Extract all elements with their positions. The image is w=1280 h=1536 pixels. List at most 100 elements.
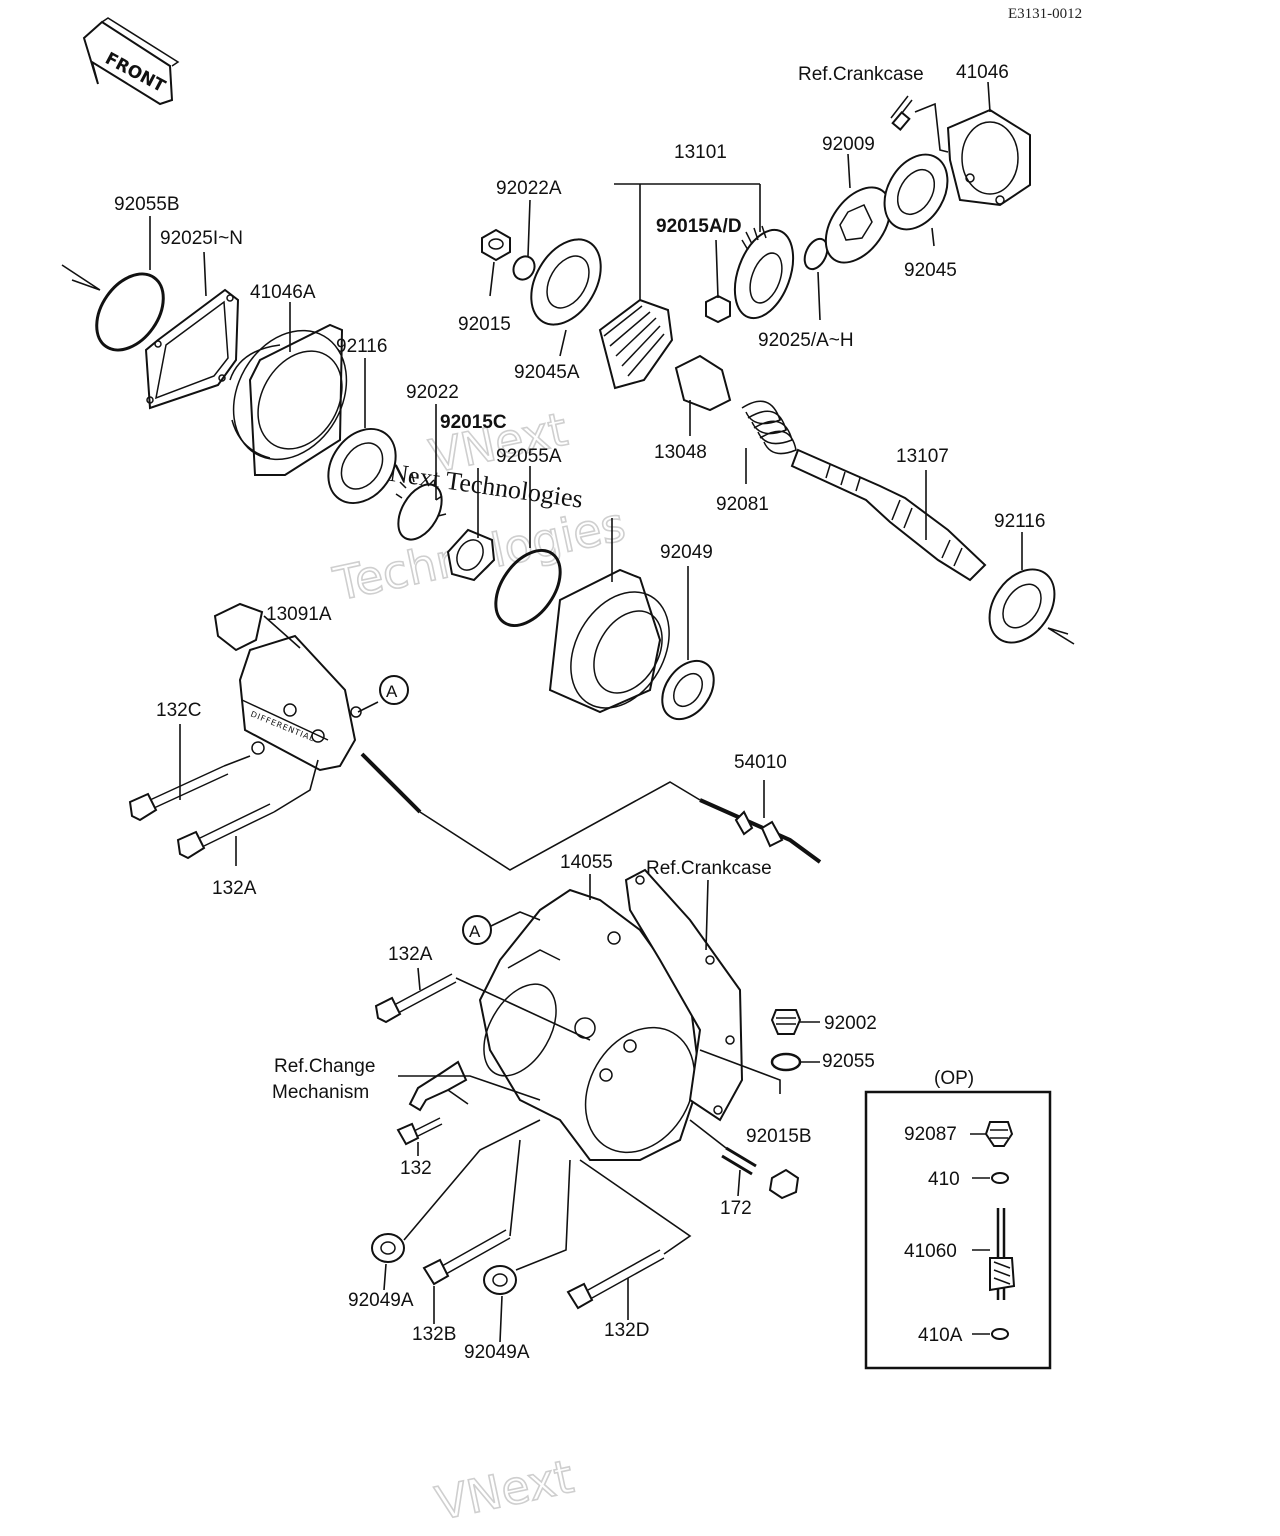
part-92045A-bearing <box>530 238 602 326</box>
leader-change-mechanism <box>398 1075 541 1105</box>
leaders-top-left <box>149 216 366 428</box>
label-ref-crankcase-top: Ref.Crankcase <box>798 64 924 85</box>
part-92055-washer <box>770 1052 802 1072</box>
part-14055-case <box>478 888 702 1161</box>
leader-92116-arrow <box>1047 627 1075 645</box>
label-92015C: 92015C <box>440 412 507 433</box>
label-92022: 92022 <box>406 382 459 403</box>
leaders-top-mid <box>489 199 567 357</box>
label-14055: 14055 <box>560 852 613 873</box>
label-92055A: 92055A <box>496 446 562 467</box>
label-92049A-left: 92049A <box>348 1290 414 1311</box>
label-92049: 92049 <box>660 542 713 563</box>
circle-marker-a-lower-label: A <box>469 922 481 941</box>
part-13048-coupling <box>674 354 732 412</box>
part-92015C-nut <box>446 528 496 582</box>
label-41060: 41060 <box>904 1241 957 1262</box>
label-132A-upper: 132A <box>212 878 257 899</box>
label-ref-crankcase-mid: Ref.Crankcase <box>646 858 772 879</box>
label-410A: 410A <box>918 1325 963 1346</box>
label-92045: 92045 <box>904 260 957 281</box>
label-41046A: 41046A <box>250 282 316 303</box>
label-92055B: 92055B <box>114 194 180 215</box>
part-92049A-washer-mid-hole <box>492 1273 508 1287</box>
part-132-bolt <box>396 1117 443 1146</box>
part-132A-bolt-lower <box>374 973 457 1024</box>
part-crankcase-gasket <box>624 868 744 1122</box>
label-172: 172 <box>720 1198 752 1219</box>
op-box-title: (OP) <box>934 1068 974 1089</box>
part-92116-seal-left <box>327 427 397 505</box>
part-41046-housing <box>946 108 1031 207</box>
part-41060-gear-shaft <box>989 1208 1016 1300</box>
part-92022-lockwasher <box>395 473 447 541</box>
leader-132A-lower <box>455 977 591 1041</box>
label-92009: 92009 <box>822 134 875 155</box>
part-92049-seal <box>661 659 715 721</box>
label-54010: 54010 <box>734 752 787 773</box>
part-92049A-washer-mid <box>483 1265 517 1295</box>
part-92015B-nut <box>768 1168 800 1200</box>
label-92045A: 92045A <box>514 362 580 383</box>
part-13101-ring-gear <box>598 298 674 390</box>
label-132A-lower: 132A <box>388 944 433 965</box>
leader-13101-bracket <box>614 183 761 300</box>
label-92025AH: 92025/A~H <box>758 330 854 351</box>
label-13107: 13107 <box>896 446 949 467</box>
label-132D: 132D <box>604 1320 649 1341</box>
op-box <box>864 1090 1052 1370</box>
part-132B-bolt <box>422 1229 511 1286</box>
leader-op-box <box>970 1133 990 1335</box>
part-132C-bolt <box>128 765 229 822</box>
label-92116-left: 92116 <box>336 336 387 357</box>
part-92055B-oring <box>95 272 165 352</box>
part-54010-cable <box>360 752 822 864</box>
part-92055A-oring <box>494 549 562 627</box>
leaders-cover-group <box>179 615 301 866</box>
leader-lower-fasteners <box>403 1119 692 1271</box>
part-92022A-washer <box>512 255 536 281</box>
circle-marker-a-lower <box>462 915 492 945</box>
part-92081-spring <box>741 400 797 455</box>
leader-cable-route <box>419 781 701 871</box>
leader-plug-washer <box>800 1021 820 1063</box>
leader-bolt-housing <box>914 102 949 153</box>
leaders-middle-right <box>689 400 1023 570</box>
part-410A-washer <box>991 1328 1009 1340</box>
part-132D-bolt <box>566 1249 665 1310</box>
label-410: 410 <box>928 1169 960 1190</box>
leader-plug-case <box>699 1049 781 1094</box>
leader-bolts-cover <box>223 755 319 813</box>
leader-13091A-A <box>357 701 379 713</box>
label-92022A: 92022A <box>496 178 562 199</box>
part-92025-shim <box>803 237 829 271</box>
part-13101-pinion-gear <box>733 225 795 320</box>
part-41046A-housing <box>229 323 348 476</box>
label-92049A-mid: 92049A <box>464 1342 530 1363</box>
part-13091A-cover: DIFFERENTIAL <box>213 602 362 772</box>
part-92049A-washer-left-hole <box>380 1241 396 1255</box>
label-13101: 13101 <box>674 142 727 163</box>
part-92049A-washer-left <box>371 1233 405 1263</box>
circle-marker-a-upper <box>379 675 409 705</box>
part-92025-gasket <box>144 288 240 410</box>
leader-a-lower <box>490 911 541 927</box>
part-92116-seal-right <box>988 568 1056 644</box>
label-92015B: 92015B <box>746 1126 812 1147</box>
label-132B: 132B <box>412 1324 456 1345</box>
label-13048: 13048 <box>654 442 707 463</box>
front-arrow-icon: FRONT <box>82 17 180 106</box>
leaders-case-group <box>417 780 765 991</box>
part-bolt-top <box>890 95 913 131</box>
part-172-stud <box>721 1146 757 1176</box>
part-410-washer <box>991 1172 1009 1184</box>
circle-marker-a-upper-label: A <box>386 682 398 701</box>
part-132A-bolt-upper <box>176 803 275 860</box>
leaders-bottom <box>383 1142 741 1343</box>
leader-92055B-arrow <box>61 264 101 291</box>
label-92002: 92002 <box>824 1013 877 1034</box>
label-132C: 132C <box>156 700 201 721</box>
leaders-middle-center <box>435 404 689 660</box>
part-92049-housing <box>548 568 670 714</box>
